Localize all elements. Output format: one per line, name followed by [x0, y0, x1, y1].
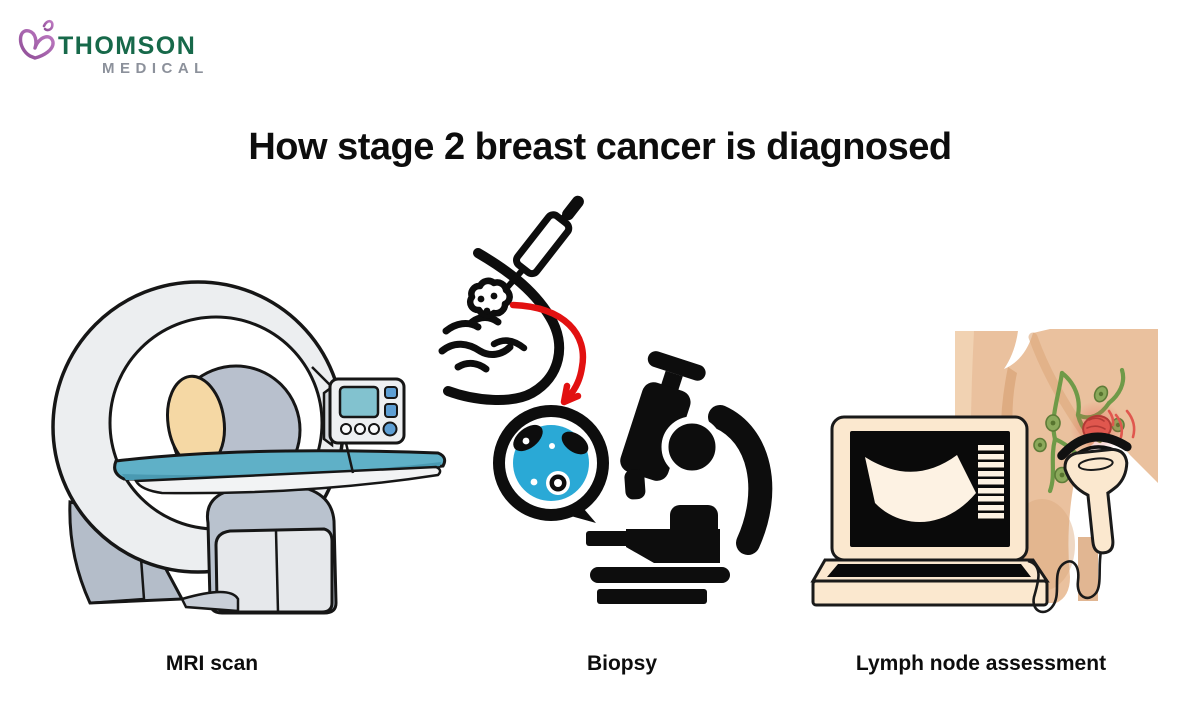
- mri-patient-table: [113, 449, 447, 495]
- thomson-medical-logo: THOMSON MEDICAL: [14, 14, 274, 84]
- biopsy-needle: [495, 195, 584, 301]
- ultrasound-keyboard: [827, 564, 1031, 577]
- mri-control-panel: [311, 366, 406, 474]
- probe-cable: [1027, 550, 1103, 614]
- logo-division-text: MEDICAL: [102, 60, 209, 77]
- ultrasound-lymph-node-illustration: [810, 329, 1158, 614]
- caption-mri-scan: MRI scan: [165, 652, 259, 675]
- page-title: How stage 2 breast cancer is diagnosed: [248, 126, 952, 168]
- logo-brand-text: THOMSON: [58, 32, 197, 60]
- caption-biopsy: Biopsy: [586, 652, 657, 675]
- mri-panel-screen: [338, 385, 380, 419]
- biopsy-arrow: [509, 301, 587, 406]
- mri-pedestal: [180, 487, 338, 615]
- ultrasound-sector-image: [865, 455, 976, 523]
- ultrasound-machine: [810, 415, 1050, 607]
- butterfly-icon: [18, 19, 55, 60]
- ultrasound-scale-bars: [978, 445, 1004, 519]
- caption-lymph-node: Lymph node assessment: [855, 652, 1107, 675]
- mri-scanner-illustration: [51, 280, 447, 615]
- ultrasound-probe: [1057, 432, 1132, 555]
- biopsy-tumor: [467, 277, 513, 319]
- biopsy-needle-microscope-illustration: [438, 195, 773, 604]
- mri-gantry-ring: [51, 280, 345, 574]
- biopsy-breast-outline: [438, 248, 565, 405]
- biopsy-cell-sample: [493, 405, 609, 523]
- microscope-icon: [586, 351, 773, 604]
- scan-wave-lines: [1107, 409, 1136, 439]
